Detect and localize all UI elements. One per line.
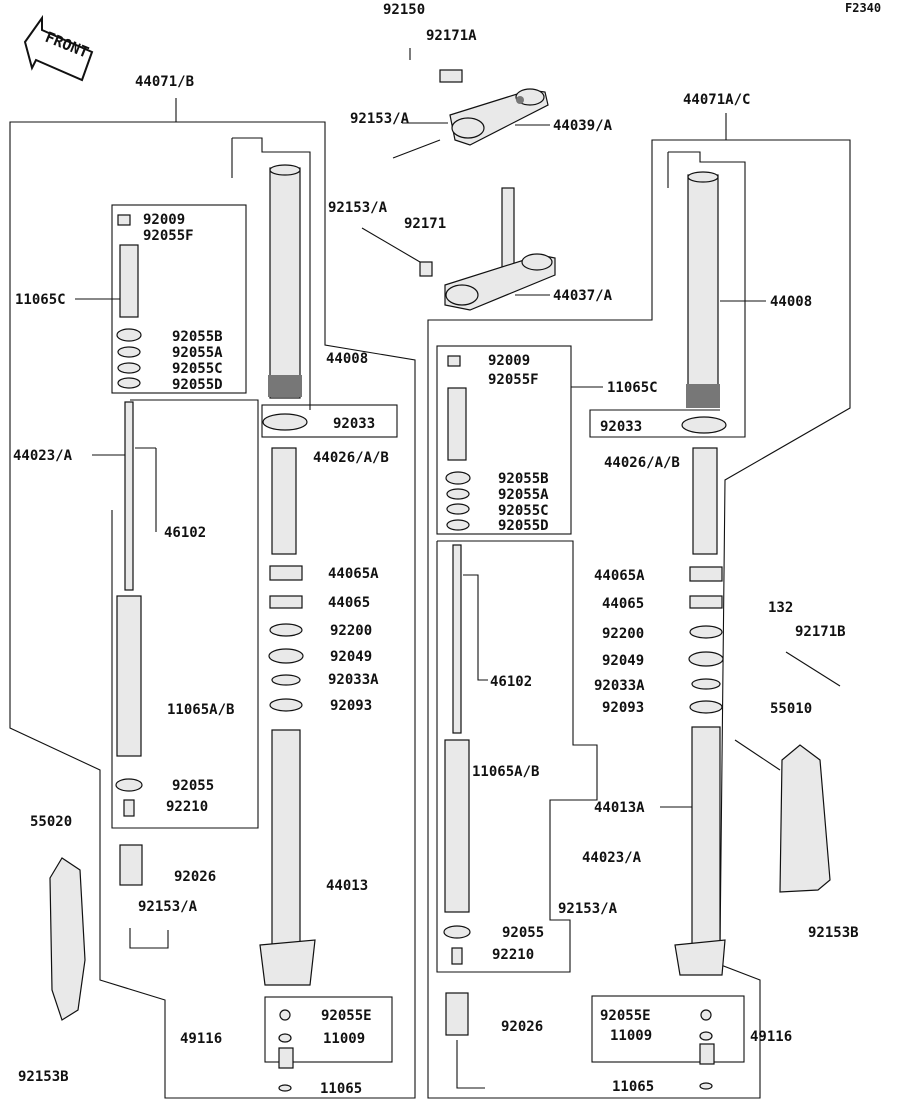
- label-r-92009: 92009: [488, 353, 530, 369]
- label-r-92055b: 92055B: [498, 471, 549, 487]
- lower-clamp: [361, 187, 556, 311]
- right-inner-rod: [443, 544, 471, 965]
- label-r-92055f: 92055F: [488, 372, 539, 388]
- label-l-92153a-low: 92153/A: [138, 899, 198, 915]
- label-r-92055e: 92055E: [600, 1008, 651, 1024]
- label-l-92055b: 92055B: [172, 329, 223, 345]
- label-l-92049: 92049: [330, 649, 372, 665]
- label-l-49116: 49116: [180, 1031, 222, 1047]
- label-r-44023a: 44023/A: [582, 850, 642, 866]
- left-spring: [271, 447, 297, 555]
- label-44039a: 44039/A: [553, 118, 613, 134]
- label-l-46102: 46102: [164, 525, 206, 541]
- label-44071b: 44071/B: [135, 74, 194, 90]
- label-92153a-mid: 92153/A: [328, 200, 388, 216]
- right-outer-tube: [686, 171, 720, 408]
- right-guard-55010: [779, 744, 831, 893]
- label-l-44008: 44008: [326, 351, 368, 367]
- label-92171: 92171: [404, 216, 446, 232]
- label-r-49116: 49116: [750, 1029, 792, 1045]
- label-l-92009: 92009: [143, 212, 185, 228]
- label-r-92153b: 92153B: [808, 925, 859, 941]
- left-fork-frame: [9, 98, 416, 1099]
- label-l-44013: 44013: [326, 878, 368, 894]
- label-l-44023a: 44023/A: [13, 448, 73, 464]
- label-l-92055d: 92055D: [172, 377, 223, 393]
- label-r-44065a: 44065A: [594, 568, 645, 584]
- label-r-11065c: 11065C: [607, 380, 658, 396]
- label-r-92171b: 92171B: [795, 624, 846, 640]
- label-92153a-top: 92153/A: [350, 111, 410, 127]
- label-l-92153b: 92153B: [18, 1069, 69, 1085]
- label-l-92055e: 92055E: [321, 1008, 372, 1024]
- label-r-92200: 92200: [602, 626, 644, 642]
- label-r-55010: 55010: [770, 701, 812, 717]
- label-l-92093: 92093: [330, 698, 372, 714]
- label-92171a: 92171A: [426, 28, 477, 44]
- left-92033-ring: [262, 413, 308, 431]
- label-l-92055: 92055: [172, 778, 214, 794]
- left-outer-tube: [268, 164, 302, 399]
- right-92026: [445, 992, 469, 1036]
- label-r-44065: 44065: [602, 596, 644, 612]
- label-l-92055f: 92055F: [143, 228, 194, 244]
- right-spring: [692, 447, 718, 555]
- left-lower-tube: [259, 729, 316, 986]
- right-lower-tube: [674, 726, 726, 976]
- label-r-92033a: 92033A: [594, 678, 645, 694]
- label-l-92055c: 92055C: [172, 361, 223, 377]
- label-l-92033a: 92033A: [328, 672, 379, 688]
- label-r-132: 132: [768, 600, 793, 616]
- label-r-92153a: 92153/A: [558, 901, 618, 917]
- label-r-11065ab: 11065A/B: [472, 764, 539, 780]
- label-r-92210: 92210: [492, 947, 534, 963]
- label-l-44065: 44065: [328, 595, 370, 611]
- front-arrow-icon: FRONT: [23, 14, 94, 82]
- label-l-11065c: 11065C: [15, 292, 66, 308]
- label-r-11009: 11009: [610, 1028, 652, 1044]
- label-92150: 92150: [383, 2, 425, 18]
- label-r-44013a: 44013A: [594, 800, 645, 816]
- left-cartridge-top: [116, 214, 142, 389]
- label-r-44008: 44008: [770, 294, 812, 310]
- left-guard-55020: [49, 857, 86, 1021]
- label-l-92026: 92026: [174, 869, 216, 885]
- label-r-46102: 46102: [490, 674, 532, 690]
- label-r-92055a: 92055A: [498, 487, 549, 503]
- label-r-11065: 11065: [612, 1079, 654, 1095]
- upper-clamp: [392, 48, 549, 159]
- label-l-44026ab: 44026/A/B: [313, 450, 389, 466]
- label-l-92200: 92200: [330, 623, 372, 639]
- right-cartridge-top: [445, 355, 471, 531]
- label-r-92033: 92033: [600, 419, 642, 435]
- label-l-44065a: 44065A: [328, 566, 379, 582]
- label-44037a: 44037/A: [553, 288, 613, 304]
- label-l-55020: 55020: [30, 814, 72, 830]
- left-92026: [119, 844, 143, 886]
- label-l-11065: 11065: [320, 1081, 362, 1097]
- label-r-92026: 92026: [501, 1019, 543, 1035]
- label-l-11065ab: 11065A/B: [167, 702, 234, 718]
- left-inner-rod: [115, 401, 143, 817]
- right-fork-frame: [427, 113, 851, 1099]
- label-l-92033: 92033: [333, 416, 375, 432]
- label-r-92055d: 92055D: [498, 518, 549, 534]
- label-r-92055c: 92055C: [498, 503, 549, 519]
- label-l-92055a: 92055A: [172, 345, 223, 361]
- label-l-92210: 92210: [166, 799, 208, 815]
- label-r-92093: 92093: [602, 700, 644, 716]
- figure-code: F2340: [845, 1, 881, 15]
- label-r-92055: 92055: [502, 925, 544, 941]
- label-r-44026ab: 44026/A/B: [604, 455, 680, 471]
- label-l-11009: 11009: [323, 1031, 365, 1047]
- label-r-92049: 92049: [602, 653, 644, 669]
- label-44071ac: 44071A/C: [683, 92, 750, 108]
